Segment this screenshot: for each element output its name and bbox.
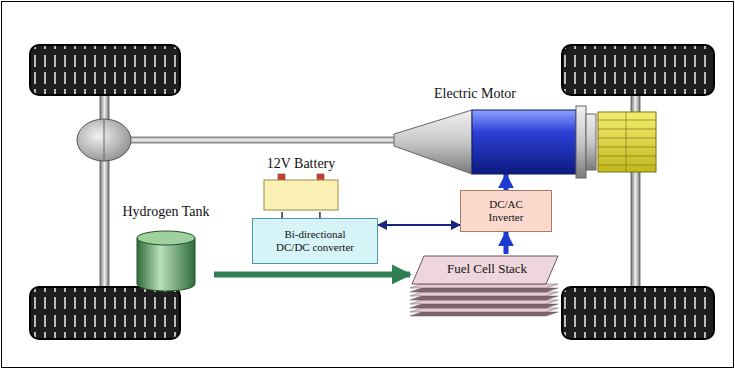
stack-plate: [410, 300, 558, 304]
stack-plate: [410, 292, 558, 296]
cooling-fin: [598, 120, 656, 121]
node-shape: [392, 84, 664, 174]
motor-flange: [576, 106, 586, 178]
motor-housing-cone: [394, 110, 472, 174]
box-label: Fuel Cell Stack: [410, 254, 560, 277]
cooling-fin: [598, 147, 656, 148]
stack-plate: [410, 304, 558, 308]
battery-part: 12V Battery: [258, 156, 344, 212]
part-heading: 12V Battery: [258, 156, 344, 172]
motor-end-unit: [598, 112, 656, 172]
differential-seam: [104, 119, 105, 161]
box-label: Bi-directional DC/DC converter: [267, 228, 363, 253]
tyre: [562, 287, 714, 339]
battery-terminal: [317, 174, 324, 180]
flow-arrow: [504, 232, 509, 254]
motor-stator: [472, 110, 576, 174]
cooling-fin: [598, 165, 656, 166]
stack-plate: [410, 312, 558, 316]
tank-part: Hydrogen Tank: [118, 204, 214, 292]
tyre: [562, 45, 714, 95]
flow-arrow: [378, 224, 460, 226]
tyre: [30, 45, 180, 95]
battery-terminal: [278, 174, 285, 180]
part-heading: Electric Motor: [434, 86, 516, 102]
battery-body: [264, 180, 338, 210]
stack-part: Fuel Cell Stack: [410, 254, 560, 316]
box-label: DC/AC Inverter: [478, 198, 534, 223]
differential: [77, 119, 131, 161]
cooling-fin: [598, 138, 656, 139]
flow-arrow: [214, 271, 410, 277]
cooling-fin: [598, 156, 656, 157]
drive-shaft: [128, 137, 396, 143]
process-box: DC/AC Inverter: [460, 190, 552, 232]
tyre: [30, 287, 180, 339]
cooling-fin: [626, 112, 627, 172]
tank-body: [137, 238, 195, 291]
motor-part: Electric Motor: [392, 84, 664, 174]
flow-arrow: [504, 174, 509, 190]
part-heading: Hydrogen Tank: [118, 204, 214, 220]
stack-plate: [410, 296, 558, 300]
stack-plate: [410, 284, 558, 288]
motor-flange: [586, 114, 596, 170]
stack-top-plate: [412, 256, 558, 284]
tank-top: [137, 231, 195, 245]
cooling-fin: [598, 129, 656, 130]
process-box: Bi-directional DC/DC converter: [252, 218, 378, 264]
stack-plate: [410, 288, 558, 292]
stack-plate: [410, 308, 558, 312]
